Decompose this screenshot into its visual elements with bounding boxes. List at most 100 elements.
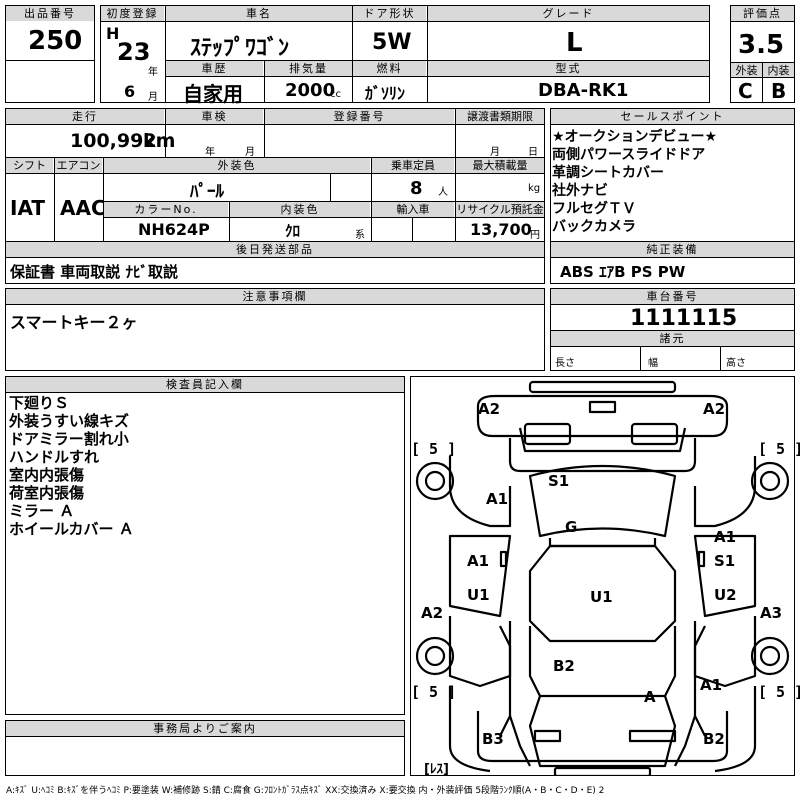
inspector-label: 検査員記入欄 xyxy=(6,377,404,392)
history-label: 車歴 xyxy=(166,61,263,76)
sales-point: 両側パワースライドドア xyxy=(552,147,706,163)
spare-tire: [ﾚｽ] xyxy=(424,762,449,777)
sales-point: フルセグＴＶ xyxy=(552,201,636,217)
lot-number: 250 xyxy=(28,26,83,56)
inspector-notes: 下廻りＳ 外装うすい線キズ ドアミラー割れ小 ハンドルすれ 室内内張傷 荷室内張… xyxy=(9,394,134,538)
score-label: 評価点 xyxy=(731,6,794,21)
name-label: 車名 xyxy=(166,6,352,21)
ac-label: エアコン xyxy=(55,158,102,173)
exterior-color: ﾊﾟｰﾙ xyxy=(190,182,224,202)
damage-a1-left-fender: A1 xyxy=(486,490,509,508)
transfer-month: 月 xyxy=(490,147,500,158)
vehicle-header xyxy=(100,5,710,103)
notes: スマートキー２ヶ xyxy=(10,313,138,332)
inspector-box xyxy=(5,376,405,715)
later-parts: 保証書 車両取説 ﾅﾋﾞ取説 xyxy=(10,263,178,281)
car-outline-diagram xyxy=(415,380,790,776)
spec-width: 幅 xyxy=(648,358,658,369)
damage-a2-front-right: A2 xyxy=(703,400,726,418)
spec-label: 諸元 xyxy=(551,331,794,346)
score: 3.5 xyxy=(738,30,785,60)
damage-b2-rear: B2 xyxy=(553,657,575,675)
damage-a1-rear-right: A1 xyxy=(700,676,723,694)
damage-a-rear: A xyxy=(644,688,656,706)
int-label: 内装 xyxy=(763,63,794,78)
sales-points-box xyxy=(550,108,795,284)
damage-a2-front-left: A2 xyxy=(478,400,501,418)
month-unit: 月 xyxy=(148,92,158,103)
ext-label: 外装 xyxy=(731,63,762,78)
sales-point: バックカメラ xyxy=(552,219,636,235)
damage-u1-roof: U1 xyxy=(590,588,613,606)
car-name: ｽﾃｯﾌﾟﾜｺﾞﾝ xyxy=(190,36,290,61)
insp-month: 月 xyxy=(245,147,255,158)
damage-a3-right-rear: A3 xyxy=(760,604,783,622)
damage-b3-bumper-left: B3 xyxy=(482,730,504,748)
reg-month: 6 xyxy=(124,82,136,101)
load-label: 最大積載量 xyxy=(456,158,544,173)
transfer-day: 日 xyxy=(528,147,538,158)
cc-label: 排気量 xyxy=(265,61,352,76)
fuel: ｶﾞｿﾘﾝ xyxy=(365,84,406,103)
office-box xyxy=(5,720,405,776)
notes-label: 注意事項欄 xyxy=(6,289,544,304)
chassis-number: 1111115 xyxy=(630,306,738,331)
inspector-line: ホイールカバー Ａ xyxy=(9,520,134,538)
equipment: ABS ｴｱB PS PW xyxy=(560,263,686,281)
damage-u2-right: U2 xyxy=(714,586,737,604)
intcolor-unit: 系 xyxy=(355,230,365,241)
sales-points-label: セールスポイント xyxy=(551,109,794,124)
displacement: 2000 xyxy=(285,80,336,101)
color-number: NH624P xyxy=(138,220,210,239)
inspector-line: 外装うすい線キズ xyxy=(9,412,130,430)
color-label: 外装色 xyxy=(104,158,370,173)
reg-year: 23 xyxy=(117,38,151,66)
ac: AAC xyxy=(60,196,106,220)
sales-point: 社外ナビ xyxy=(552,183,608,199)
load-unit: kg xyxy=(528,183,541,194)
inspector-line: 荷室内張傷 xyxy=(9,484,85,502)
grade-label: グレード xyxy=(428,6,709,21)
door-type: 5W xyxy=(372,30,412,55)
damage-a1-left-door: A1 xyxy=(467,552,490,570)
sales-points-list: ★オークションデビュー★ 両側パワースライドドア 革調シートカバー 社外ナビ フ… xyxy=(552,128,717,236)
regno-label: 登録番号 xyxy=(265,109,454,124)
damage-s1-windshield: S1 xyxy=(548,472,570,490)
recycle-fee: 13,700 xyxy=(470,220,532,239)
fuel-label: 燃料 xyxy=(353,61,426,76)
int-grade: B xyxy=(771,79,787,103)
spec-height: 高さ xyxy=(726,358,746,369)
recycle-label: リサイクル預託金 xyxy=(456,202,544,217)
details-block xyxy=(5,108,545,284)
inspector-line: ドアミラー割れ小 xyxy=(9,430,129,448)
shift: IAT xyxy=(10,196,46,220)
mileage-unit: km xyxy=(143,130,176,152)
inspector-line: 下廻りＳ xyxy=(9,394,70,412)
office-label: 事務局よりご案内 xyxy=(6,721,404,736)
damage-g-glass: G xyxy=(565,518,578,536)
year-unit: 年 xyxy=(148,67,158,78)
grade: L xyxy=(566,28,583,58)
damage-b2-bumper-right: B2 xyxy=(703,730,725,748)
tire-rear-left: [ 5 ] xyxy=(411,683,457,701)
mileage-label: 走行 xyxy=(6,109,164,124)
sales-point: 革調シートカバー xyxy=(552,165,664,181)
legend: A:ｷｽﾞ U:ﾍｺﾐ B:ｷｽﾞを伴うﾍｺﾐ P:要塗装 W:補修跡 S:錆 … xyxy=(6,786,605,796)
damage-s1-right-door: S1 xyxy=(714,552,736,570)
recycle-unit: 円 xyxy=(530,230,540,241)
lot-label: 出品番号 xyxy=(6,6,94,21)
equipment-label: 純正装備 xyxy=(551,242,794,257)
transfer-label: 譲渡書類期限 xyxy=(456,109,544,124)
tire-rear-right: [ 5 ] xyxy=(758,683,800,701)
damage-a2-left-rear: A2 xyxy=(421,604,444,622)
damage-u1-left: U1 xyxy=(467,586,490,604)
mileage: 100,992 xyxy=(70,130,157,152)
capacity: 8 xyxy=(410,178,423,199)
tire-front-left: [ 5 ] xyxy=(411,440,457,458)
lot-blank xyxy=(5,60,95,103)
inspector-line: ミラー Ａ xyxy=(9,502,75,520)
later-parts-label: 後日発送部品 xyxy=(6,242,544,257)
interior-color: ｸﾛ xyxy=(285,222,301,240)
era: H xyxy=(106,24,120,43)
shift-label: シフト xyxy=(6,158,53,173)
